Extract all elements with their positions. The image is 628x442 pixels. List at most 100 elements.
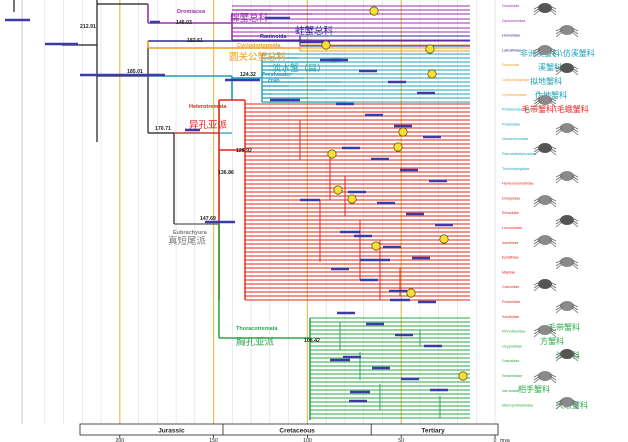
- family-label: Latreilliidae: [502, 48, 521, 52]
- family-label-cn: 拟地蟹科: [530, 76, 562, 86]
- family-label-cn: 方蟹科: [540, 336, 564, 346]
- family-label-cn: 伪地蟹科: [535, 90, 567, 100]
- clade-label-en: Dromiacea: [177, 9, 206, 15]
- family-label: Majidae: [502, 270, 515, 274]
- clade-label-cn: 蛙蟹总科: [295, 25, 334, 37]
- fossil-calibration-marker: [347, 194, 357, 204]
- crab-image: [555, 171, 579, 184]
- family-label: Homolidae: [502, 34, 520, 38]
- clade-label-en: Eubrachyura: [173, 230, 208, 236]
- timescale-bar: [79, 423, 499, 436]
- family-label: Leucosiidae: [502, 226, 522, 230]
- crab-image: [555, 123, 579, 136]
- family-label: Ethusidae: [502, 211, 519, 215]
- node-age-label: 136.86: [218, 170, 234, 176]
- clade-label-cn: 真短尾派: [168, 235, 207, 247]
- family-label: Cancridae: [502, 285, 519, 289]
- node-age-label: 185.01: [127, 69, 143, 75]
- fossil-calibration-marker: [327, 149, 337, 159]
- family-label: Dynomenidae: [502, 19, 525, 23]
- node-age-label: 170.71: [155, 126, 171, 132]
- period-label: Tertiary: [421, 428, 445, 435]
- family-label: Pseudothelphusidae: [502, 152, 536, 156]
- family-label: Xanthidae: [502, 315, 519, 319]
- family-label: Cymonomidae: [502, 93, 526, 97]
- clade-label-en: Cyclodorippoida: [237, 43, 281, 49]
- crab-image: [533, 95, 557, 108]
- family-label-cn: 毛带蟹科\毛蛾蟹科: [522, 104, 589, 114]
- axis-tick-label: 150: [209, 438, 218, 442]
- axis-tick-label: 200: [115, 438, 124, 442]
- clade-label-en: Freshwater: [262, 72, 292, 78]
- family-label: Dorippidae: [502, 196, 520, 200]
- crab-image: [555, 349, 579, 362]
- family-label: Potamonautidae: [502, 108, 530, 112]
- clade-label-en: Thoracotremata: [236, 326, 279, 332]
- fossil-calibration-marker: [439, 234, 449, 244]
- fossil-calibration-marker: [425, 44, 435, 54]
- family-label: Grapsidae: [502, 359, 520, 363]
- family-label: Cyclodorippidae: [502, 78, 529, 82]
- family-label: Inachidae: [502, 241, 518, 245]
- crab-image: [533, 45, 557, 58]
- family-label: Potamidae: [502, 122, 520, 126]
- family-label: Pinnotheridae: [502, 330, 525, 334]
- node-age-label: 182.61: [187, 38, 203, 44]
- node-age-label: 124.32: [240, 72, 256, 78]
- period-label: Jurassic: [158, 428, 185, 435]
- node-age-label: 212.91: [80, 24, 96, 30]
- node-age-label: 108.42: [304, 338, 320, 344]
- fossil-calibration-marker: [398, 127, 408, 137]
- fossil-calibration-marker: [406, 288, 416, 298]
- fossil-calibration-marker: [321, 40, 331, 50]
- node-age-label: 128.92: [236, 148, 252, 154]
- family-label: Sesarmidae: [502, 374, 522, 378]
- clade-label-cn: 绵蟹总科: [230, 12, 269, 24]
- crab-image: [555, 25, 579, 38]
- crab-image: [555, 301, 579, 314]
- family-label: Trichodactylidae: [502, 167, 530, 171]
- crab-image: [533, 325, 557, 338]
- clade-label-en: Raninoida: [260, 34, 288, 40]
- clade-label-cn: 胸孔亚派: [236, 336, 275, 348]
- crab-image: [533, 371, 557, 384]
- crab-image: [555, 257, 579, 270]
- crab-image: [533, 143, 557, 156]
- fossil-calibration-marker: [393, 142, 403, 152]
- crab-image: [555, 215, 579, 228]
- family-label-cn: 溪蟹科: [538, 62, 562, 72]
- family-label: Hymenosomatidae: [502, 182, 534, 186]
- clade-label-cn: 淡水蟹（目）: [272, 62, 326, 74]
- family-label: Varunidae: [502, 389, 519, 393]
- axis-tick-label: 50: [398, 438, 404, 442]
- family-label-cn: 非洲溪蟹科\仿溪蟹科: [520, 48, 595, 58]
- family-label: Gecarcinucidae: [502, 137, 528, 141]
- family-label: Macrophthalmidae: [502, 404, 533, 408]
- family-label: Portunidae: [502, 300, 520, 304]
- node-age-label: 146.03: [176, 20, 192, 26]
- fossil-calibration-marker: [371, 241, 381, 251]
- crab-image: [533, 279, 557, 292]
- clade-label-en: crab: [268, 78, 280, 84]
- family-label: Dromiidae: [502, 4, 519, 8]
- crab-image: [555, 63, 579, 76]
- family-label: Ocypodidae: [502, 344, 522, 348]
- node-age-label: 147.69: [200, 216, 216, 222]
- family-label: Epialtidae: [502, 256, 519, 260]
- clade-label-cn: 异孔亚派: [189, 120, 228, 131]
- axis-unit-label: mya: [500, 438, 510, 442]
- family-label-cn: 相手蟹科: [518, 384, 550, 394]
- period-label: Cretaceous: [279, 428, 315, 435]
- fossil-calibration-marker: [458, 371, 468, 381]
- crab-image: [533, 195, 557, 208]
- crab-image: [533, 235, 557, 248]
- fossil-calibration-marker: [369, 6, 379, 16]
- fossil-calibration-marker: [333, 185, 343, 195]
- crab-image: [533, 3, 557, 16]
- axis-tick-label: 100: [303, 438, 312, 442]
- family-label: Raninidae: [502, 63, 519, 67]
- axis-tick-label: 0: [494, 438, 497, 442]
- clade-label-cn: 圆关公蟹总科: [229, 51, 287, 63]
